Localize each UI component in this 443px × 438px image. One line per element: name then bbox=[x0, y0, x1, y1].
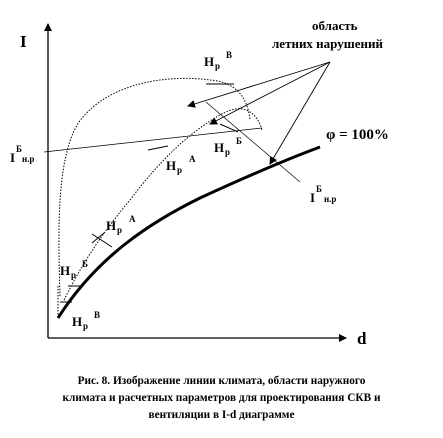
region-arrow-2 bbox=[209, 61, 331, 125]
caption-line-1: Рис. 8. Изображение линии климата, облас… bbox=[77, 375, 366, 387]
figure-caption: Рис. 8. Изображение линии климата, облас… bbox=[8, 373, 435, 424]
svg-text:I: I bbox=[310, 190, 315, 205]
region-title-line1: область bbox=[312, 18, 358, 33]
svg-text:H: H bbox=[204, 54, 214, 69]
svg-text:р: р bbox=[83, 321, 88, 331]
svg-text:H: H bbox=[72, 314, 82, 329]
svg-text:А: А bbox=[129, 214, 136, 224]
svg-text:Б: Б bbox=[82, 259, 88, 269]
svg-text:В: В bbox=[226, 50, 232, 60]
isotherm-left-label: I Б н.р bbox=[10, 144, 34, 165]
svg-text:н.р: н.р bbox=[324, 194, 336, 204]
point-ticks bbox=[60, 83, 239, 303]
isotherm-right-label: I Б н.р bbox=[310, 184, 336, 205]
enthalpy-line bbox=[43, 127, 263, 153]
enthalpy-isoline-right bbox=[205, 101, 301, 183]
region-arrow-1 bbox=[187, 61, 331, 108]
svg-text:H: H bbox=[214, 140, 224, 155]
svg-text:Б: Б bbox=[316, 184, 322, 194]
label-hp-v-top: H р В bbox=[204, 50, 232, 71]
saturation-curve bbox=[56, 145, 321, 319]
svg-text:В: В bbox=[94, 310, 100, 320]
svg-text:р: р bbox=[117, 225, 122, 235]
label-hp-v-bottom: H р В bbox=[72, 310, 100, 331]
svg-text:Б: Б bbox=[236, 136, 242, 146]
phi-label: φ = 100% bbox=[326, 127, 389, 143]
svg-text:H: H bbox=[60, 263, 70, 278]
region-title-line2: летних нарушений bbox=[272, 36, 383, 51]
svg-text:H: H bbox=[106, 218, 116, 233]
svg-text:р: р bbox=[215, 61, 220, 71]
label-hp-b-mid: H р Б bbox=[214, 136, 242, 157]
caption-line-2: климата и расчетных параметров для проек… bbox=[62, 392, 381, 404]
summer-region-boundary bbox=[58, 77, 251, 297]
region-arrow-3 bbox=[269, 61, 331, 165]
svg-text:р: р bbox=[71, 270, 76, 280]
svg-text:А: А bbox=[189, 154, 196, 164]
climate-line bbox=[63, 108, 263, 301]
svg-text:н.р: н.р bbox=[22, 154, 34, 164]
caption-line-3: вентиляции в I-d диаграмме bbox=[148, 409, 295, 421]
svg-text:р: р bbox=[177, 165, 182, 175]
label-hp-b-low: H р Б bbox=[60, 259, 88, 280]
y-axis-label: I bbox=[20, 32, 27, 51]
svg-text:H: H bbox=[166, 158, 176, 173]
svg-text:Б: Б bbox=[16, 144, 22, 154]
x-axis-label: d bbox=[357, 329, 367, 348]
svg-text:I: I bbox=[10, 150, 15, 165]
label-hp-a-mid: H р А bbox=[166, 154, 196, 175]
svg-text:р: р bbox=[225, 147, 230, 157]
label-hp-a-low: H р А bbox=[106, 214, 136, 235]
